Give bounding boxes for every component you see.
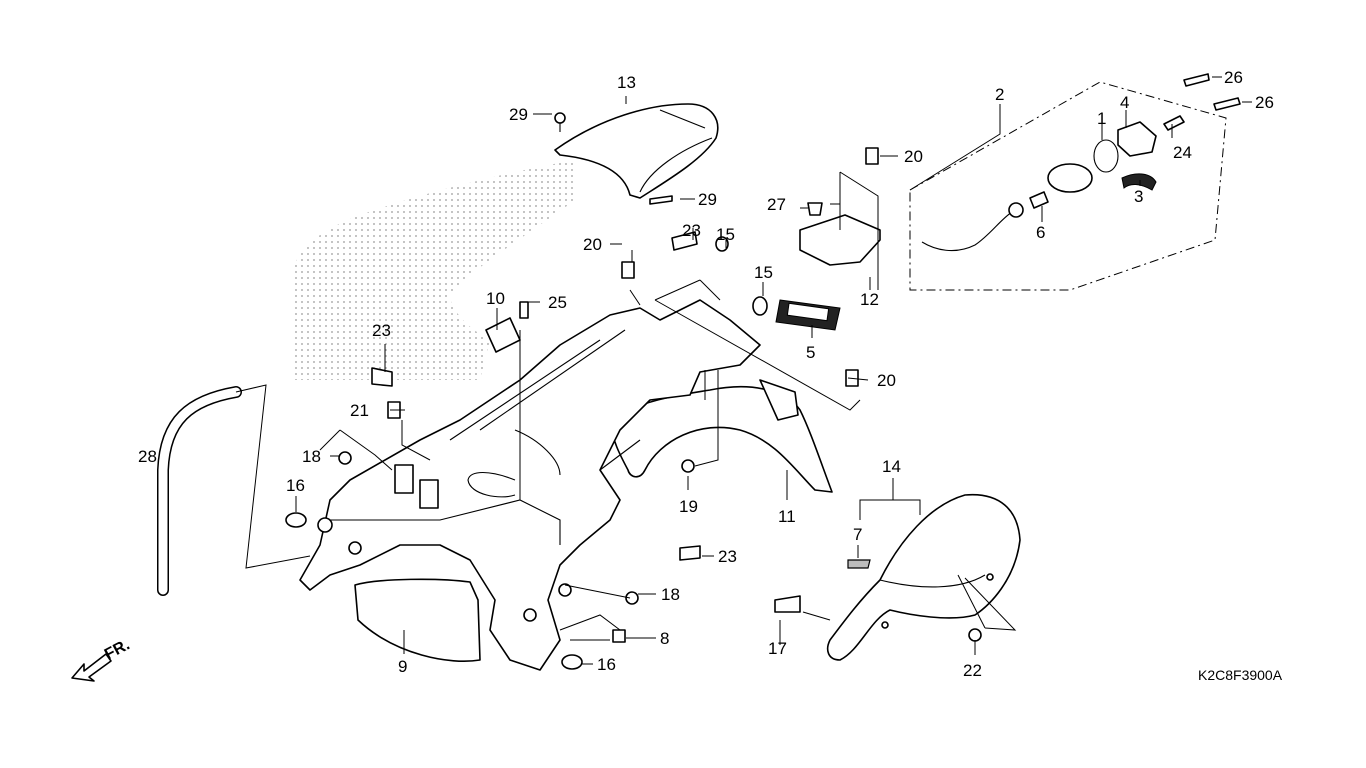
phantom-frame-stipple xyxy=(292,160,575,380)
callout-25: 25 xyxy=(548,293,567,312)
front-direction-indicator: FR. xyxy=(71,636,133,682)
callout-27: 27 xyxy=(767,195,786,214)
callout-6: 6 xyxy=(1036,223,1045,242)
callout-15a: 15 xyxy=(716,225,735,244)
part-seat-cowl xyxy=(554,103,719,199)
callout-10: 10 xyxy=(486,289,505,308)
callout-23a: 23 xyxy=(682,221,701,240)
callout-21: 21 xyxy=(350,401,369,420)
part-reflector-3 xyxy=(1121,173,1157,191)
callout-17: 17 xyxy=(768,639,787,658)
callout-14: 14 xyxy=(882,457,901,476)
part-7-rubber xyxy=(847,559,871,569)
callout-20c: 20 xyxy=(877,371,896,390)
callout-7: 7 xyxy=(853,525,862,544)
part-socket xyxy=(1008,202,1024,218)
callout-23c: 23 xyxy=(718,547,737,566)
part-lens-4 xyxy=(1117,121,1157,157)
part-gasket-1 xyxy=(1093,139,1119,173)
callout-8: 8 xyxy=(660,629,669,648)
callout-18a: 18 xyxy=(302,447,321,466)
callout-28: 28 xyxy=(138,447,157,466)
callout-12: 12 xyxy=(860,290,879,309)
part-bracket-12 xyxy=(799,214,881,266)
callout-16a: 16 xyxy=(286,476,305,495)
callout-11: 11 xyxy=(778,507,796,526)
part-mudguard xyxy=(826,493,1021,661)
front-arrow-icon xyxy=(71,653,112,682)
callout-3: 3 xyxy=(1134,187,1143,206)
part-bulb-6 xyxy=(1029,191,1049,209)
part-housing xyxy=(1047,163,1093,193)
part-license-light-lens xyxy=(786,302,830,322)
part-rear-fender-upper xyxy=(609,379,833,493)
part-tube-inner xyxy=(158,387,241,595)
callout-22: 22 xyxy=(963,661,982,680)
callout-9: 9 xyxy=(398,657,407,676)
callout-23b: 23 xyxy=(372,321,391,340)
callout-26a: 26 xyxy=(1224,68,1243,87)
callout-20b: 20 xyxy=(904,147,923,166)
callout-24: 24 xyxy=(1173,143,1192,162)
figure-code: K2C8F3900A xyxy=(1198,667,1283,683)
part-harness xyxy=(921,211,1013,252)
callout-2: 2 xyxy=(995,85,1004,104)
callout-29a: 29 xyxy=(509,105,528,124)
group-box-2 xyxy=(909,81,1227,291)
part-inner-rear-fender xyxy=(299,299,761,671)
callout-29b: 29 xyxy=(698,190,717,209)
callout-20a: 20 xyxy=(583,235,602,254)
callout-19: 19 xyxy=(679,497,698,516)
callouts: 13 29 29 20 23 15 15 27 20 12 5 20 10 25… xyxy=(138,68,1274,680)
callout-18b: 18 xyxy=(661,585,680,604)
callout-26b: 26 xyxy=(1255,93,1274,112)
callout-13: 13 xyxy=(617,73,636,92)
callout-1: 1 xyxy=(1097,109,1106,128)
fasteners xyxy=(285,73,1241,670)
callout-4: 4 xyxy=(1120,93,1129,112)
callout-16b: 16 xyxy=(597,655,616,674)
callout-15b: 15 xyxy=(754,263,773,282)
callout-5: 5 xyxy=(806,343,815,362)
leader-lines xyxy=(235,76,1252,665)
part-license-base xyxy=(354,578,481,663)
